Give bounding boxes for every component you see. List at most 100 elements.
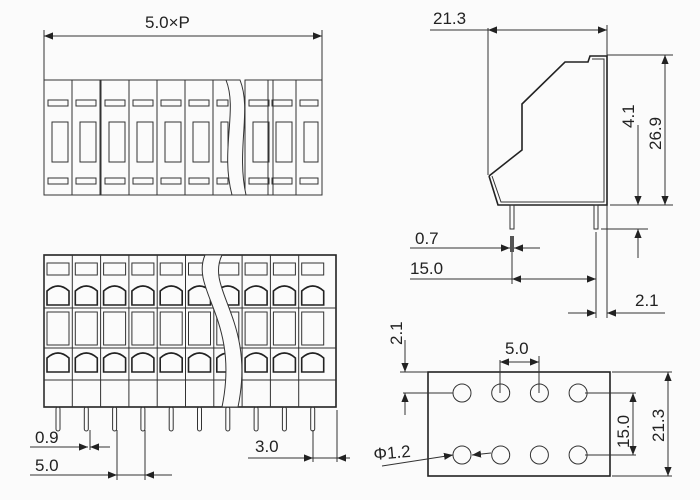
label-window <box>131 262 155 276</box>
release-window <box>103 311 127 346</box>
terminal-module <box>269 255 297 432</box>
pin-thickness-label: 0.7 <box>415 229 439 248</box>
pin <box>83 406 89 432</box>
wire-entry <box>74 352 99 373</box>
wire-entry <box>244 352 268 373</box>
pin <box>509 204 515 230</box>
slot <box>271 177 293 185</box>
opening <box>79 121 97 163</box>
pin <box>593 204 599 230</box>
footprint-row-spacing-label: 15.0 <box>614 415 633 448</box>
label-window <box>46 262 70 276</box>
module-top <box>244 79 274 196</box>
release-window <box>188 311 211 346</box>
release-window <box>159 311 183 346</box>
release-window <box>74 311 98 346</box>
wire-entry <box>46 285 70 306</box>
wire-entry <box>244 285 268 306</box>
break-line <box>225 79 247 196</box>
opening <box>275 121 293 163</box>
slot <box>248 99 270 107</box>
row-spacing-label: 15.0 <box>410 259 443 278</box>
pin <box>140 406 146 432</box>
top-view: 5.0×P <box>43 13 323 196</box>
wire-entry <box>131 285 155 306</box>
release-window <box>131 311 155 346</box>
slot <box>216 177 229 185</box>
pin <box>197 406 202 432</box>
release-window <box>46 311 70 346</box>
module-top <box>156 79 186 196</box>
pcb-hole <box>491 383 511 403</box>
footprint-offset-label: 2.1 <box>387 321 406 345</box>
wire-entry <box>300 285 325 306</box>
module-top <box>267 79 297 196</box>
housing-profile <box>488 55 608 206</box>
pcb-hole <box>491 445 511 465</box>
slot <box>248 177 270 185</box>
label-window <box>244 262 268 276</box>
housing-outline <box>43 254 337 408</box>
slot <box>47 177 69 185</box>
opening <box>164 121 182 163</box>
pcb-hole <box>452 445 472 465</box>
label-window <box>103 262 127 276</box>
opening <box>303 121 319 163</box>
wire-entry <box>102 285 127 306</box>
module-top <box>71 79 101 196</box>
wire-entry <box>102 352 127 373</box>
break-line <box>201 254 243 408</box>
pin <box>310 406 316 432</box>
pin <box>55 406 61 432</box>
pin-width-label: 0.9 <box>35 428 59 447</box>
wire-entry <box>46 352 70 373</box>
slot <box>188 177 210 185</box>
width-label: 5.0×P <box>145 13 190 32</box>
module-outline <box>295 79 323 196</box>
height-label: 26.9 <box>646 117 665 150</box>
slot <box>160 177 182 185</box>
release-window <box>272 311 296 346</box>
wire-entry <box>131 352 155 373</box>
footprint-width-label: 21.3 <box>649 409 668 442</box>
wire-entry <box>272 352 297 373</box>
label-window <box>301 262 325 276</box>
slot <box>104 177 126 185</box>
opening <box>192 121 210 163</box>
module-outline <box>71 79 101 196</box>
slot <box>104 99 126 107</box>
label-window <box>159 262 183 276</box>
module-top <box>100 79 130 196</box>
pcb-footprint: 2.1 5.0 15.0 21.3 Φ1.2 <box>373 321 672 477</box>
hole-diameter-label: Φ1.2 <box>373 442 412 464</box>
opening <box>136 121 154 163</box>
depth-label: 21.3 <box>433 9 466 28</box>
opening <box>220 121 229 163</box>
slot <box>299 177 319 185</box>
label-window <box>216 262 240 276</box>
pitch-label: 5.0 <box>35 456 59 475</box>
terminal-module <box>128 255 155 432</box>
slot <box>216 99 229 107</box>
terminal-module <box>185 255 212 432</box>
module-top <box>128 79 158 196</box>
slot <box>47 99 69 107</box>
module-top <box>295 79 323 196</box>
release-window <box>244 311 268 346</box>
label-window <box>272 262 296 276</box>
pcb-hole <box>452 383 472 403</box>
pin <box>281 406 287 432</box>
slot <box>299 99 319 107</box>
wire-entry <box>187 352 212 373</box>
module-top <box>43 79 73 196</box>
terminal-module <box>100 255 127 432</box>
wire-entry <box>159 285 183 306</box>
terminal-module <box>298 255 325 432</box>
pcb-hole <box>529 445 549 465</box>
pcb-hole <box>568 445 588 465</box>
wire-entry <box>159 352 183 373</box>
terminal-module <box>71 255 99 432</box>
pin <box>112 406 118 432</box>
pin <box>225 406 231 432</box>
